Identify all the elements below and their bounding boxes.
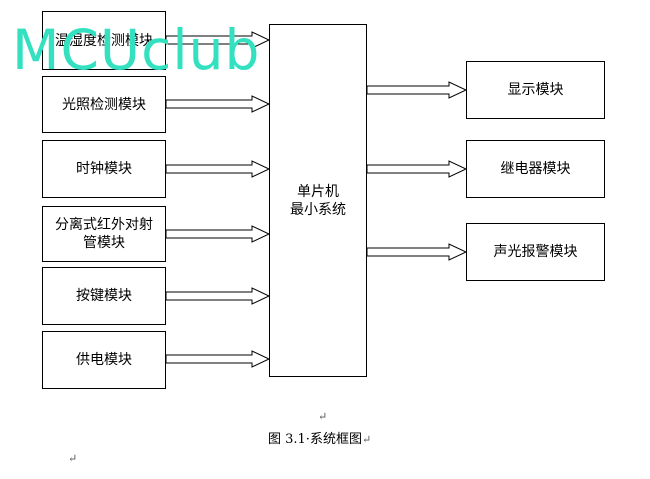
- infrared-module-label-line2: 管模块: [83, 235, 125, 251]
- alarm-module-box: 声光报警模块: [466, 223, 605, 281]
- temp-humidity-module-box: 温湿度检测模块: [42, 11, 166, 70]
- paragraph-mark: ↵: [68, 452, 78, 465]
- light-module-label: 光照检测模块: [62, 96, 146, 113]
- alarm-module-label: 声光报警模块: [493, 244, 578, 260]
- clock-module-label: 时钟模块: [76, 161, 132, 177]
- caption-paragraph-mark: ↵: [361, 433, 372, 446]
- mcu-system-box: 单片机 最小系统: [269, 24, 367, 377]
- figure-caption: 图 3.1·系统框图↵: [268, 428, 371, 447]
- arrow-temp-humidity: [165, 31, 271, 49]
- clock-module-box: 时钟模块: [42, 140, 166, 198]
- arrow-infrared: [165, 225, 271, 243]
- mcu-system-label-line2: 最小系统: [290, 201, 346, 218]
- infrared-module-box: 分离式红外对射 管模块: [42, 206, 166, 262]
- arrow-keys: [165, 287, 271, 305]
- temp-humidity-module-label: 温湿度检测模块: [55, 32, 153, 49]
- figure-caption-text: 图 3.1·系统框图: [268, 432, 362, 447]
- light-module-box: 光照检测模块: [42, 76, 166, 133]
- infrared-module-label-line1: 分离式红外对射: [55, 217, 153, 233]
- keys-module-box: 按键模块: [42, 267, 166, 325]
- arrow-relay: [366, 160, 468, 178]
- paragraph-mark: ↵: [318, 410, 328, 423]
- arrow-power: [165, 350, 271, 368]
- arrow-clock: [165, 160, 271, 178]
- power-module-label: 供电模块: [76, 352, 132, 368]
- mcuclub-watermark: MCUclub: [12, 18, 261, 82]
- relay-module-label: 继电器模块: [500, 161, 571, 177]
- arrow-display: [366, 81, 468, 99]
- relay-module-box: 继电器模块: [466, 140, 605, 198]
- display-module-label: 显示模块: [507, 82, 564, 98]
- keys-module-label: 按键模块: [76, 288, 132, 304]
- power-module-box: 供电模块: [42, 331, 166, 389]
- mcu-system-label-line1: 单片机: [297, 183, 339, 200]
- display-module-box: 显示模块: [466, 61, 605, 119]
- arrow-light: [165, 95, 271, 113]
- arrow-alarm: [366, 243, 468, 261]
